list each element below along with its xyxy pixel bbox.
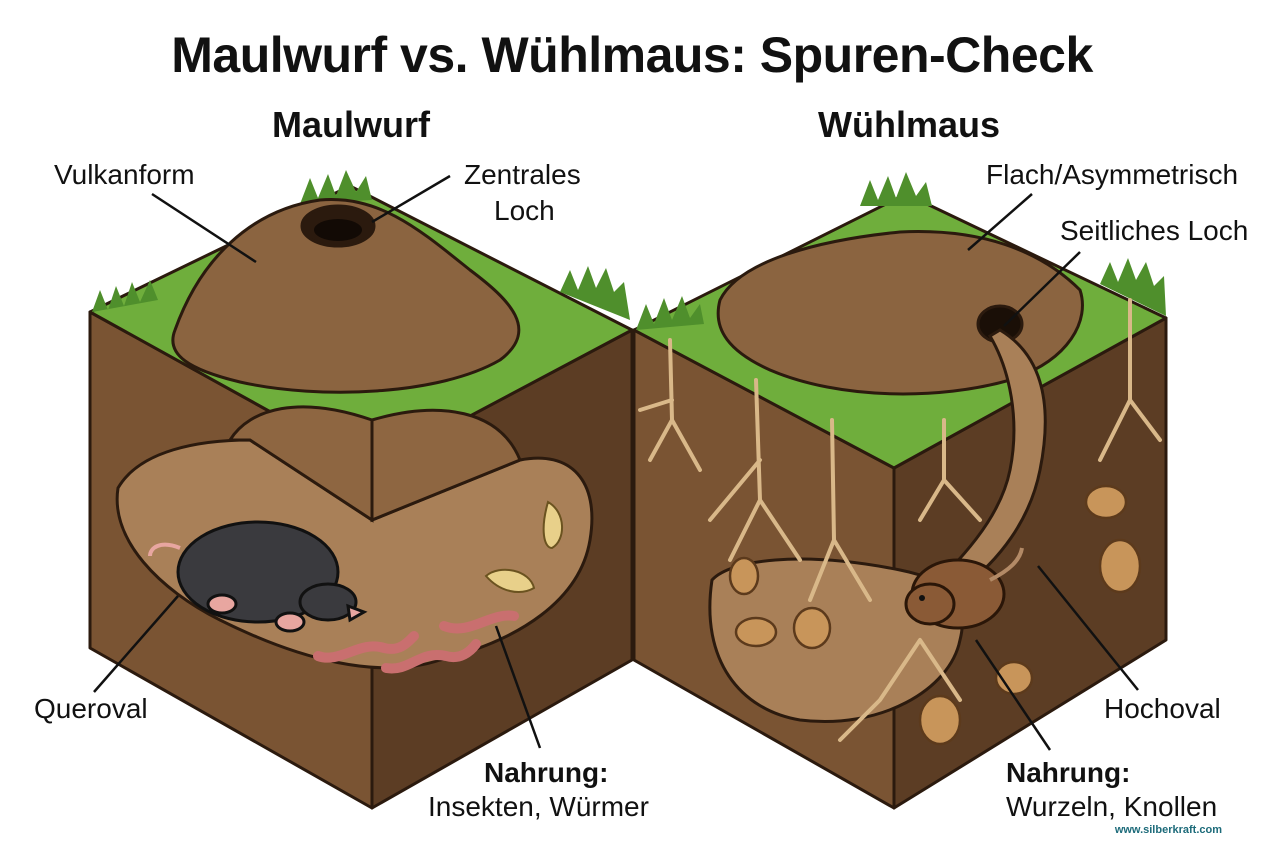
website-link[interactable]: www.silberkraft.com xyxy=(1114,824,1222,836)
callout-nahrung-mole xyxy=(494,625,542,749)
vole-mound xyxy=(716,230,1084,396)
vole-tunnel xyxy=(708,328,1047,723)
label-zentrales: Zentrales xyxy=(464,159,581,190)
label-queroval: Queroval xyxy=(34,693,148,724)
label-hochoval: Hochoval xyxy=(1104,693,1221,724)
page-title: Maulwurf vs. Wühlmaus: Spuren-Check xyxy=(171,27,1093,83)
callout-nahrung-vole xyxy=(974,639,1052,751)
mole-worms xyxy=(313,610,519,674)
callout-seitliches-loch xyxy=(1003,251,1081,327)
label-vulkanform: Vulkanform xyxy=(54,159,195,190)
label-vole-food-text: Wurzeln, Knollen xyxy=(1006,791,1218,822)
mole-animal xyxy=(148,520,368,633)
vole-grass-tufts xyxy=(636,172,1166,330)
callout-queroval xyxy=(93,595,179,693)
label-mole-food-text: Insekten, Würmer xyxy=(428,791,649,822)
callout-vulkanform xyxy=(151,192,257,264)
label-flach-asymmetrisch: Flach/Asymmetrisch xyxy=(986,159,1239,190)
vole-animal xyxy=(904,547,1024,630)
vole-heading: Wühlmaus xyxy=(818,104,1001,145)
callout-lines xyxy=(93,174,1139,751)
callout-flach xyxy=(967,193,1033,251)
label-seitliches-loch: Seitliches Loch xyxy=(1060,215,1249,246)
mole-grubs xyxy=(484,500,564,593)
label-mole-food-title: Nahrung: xyxy=(484,757,609,788)
label-loch: Loch xyxy=(494,195,555,226)
vole-tubers xyxy=(728,484,1142,746)
callout-hochoval xyxy=(1037,565,1139,691)
vole-roots xyxy=(638,298,1162,742)
mole-heading: Maulwurf xyxy=(272,104,430,145)
label-vole-food-title: Nahrung: xyxy=(1006,757,1131,788)
callout-zentrales-loch xyxy=(371,174,451,224)
mole-mound xyxy=(171,198,521,394)
